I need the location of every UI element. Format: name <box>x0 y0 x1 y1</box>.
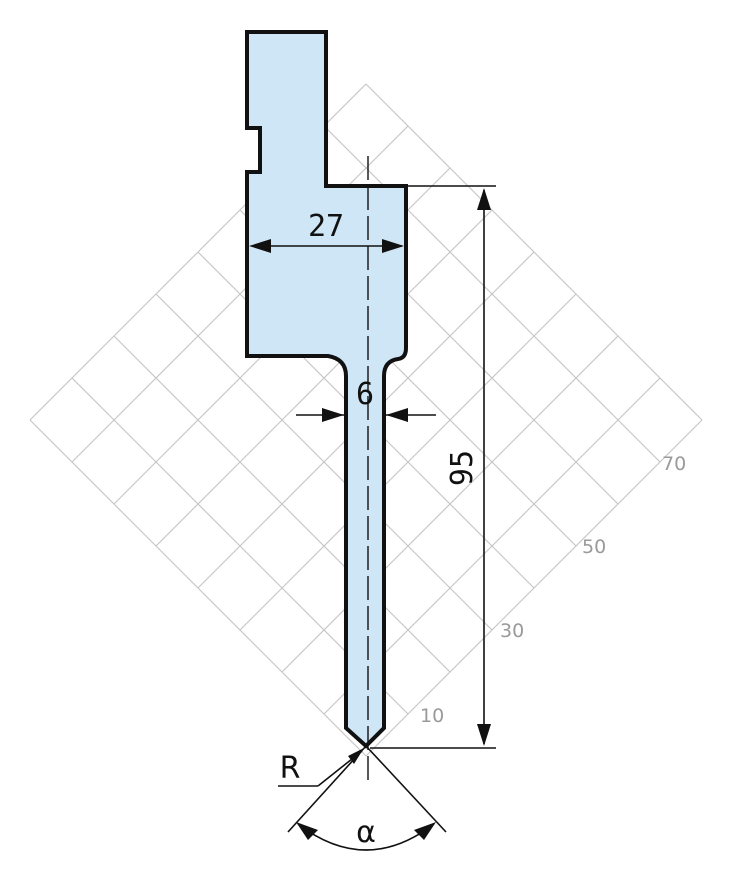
grid-line-a8 <box>365 419 703 757</box>
radius-label: R <box>280 751 301 786</box>
height-arrow-bottom <box>477 724 491 746</box>
tool-profile <box>245 30 408 749</box>
angle-line-left <box>287 745 367 833</box>
grid-line-b8 <box>29 419 367 757</box>
angle-label: α <box>356 815 376 850</box>
angle-arrow-right <box>414 822 436 840</box>
scale-label-50: 50 <box>582 536 606 558</box>
scale-label-10: 10 <box>420 705 444 727</box>
angle-arrow-left <box>296 822 318 840</box>
width-value: 27 <box>308 209 344 244</box>
height-arrow-top <box>477 188 491 210</box>
grid-line-a6 <box>281 335 619 673</box>
angle-line-right <box>365 745 447 833</box>
thickness-arrow-left <box>322 408 344 422</box>
thickness-value: 6 <box>356 377 374 412</box>
width-arrow-right <box>382 239 404 253</box>
grid-line-b5 <box>155 293 493 631</box>
height-value: 95 <box>445 450 480 486</box>
grid-line-a5 <box>239 293 577 631</box>
scale-label-30: 30 <box>500 620 524 642</box>
width-arrow-left <box>249 239 271 253</box>
grid-line-b6 <box>113 335 451 673</box>
scale-label-70: 70 <box>662 453 686 475</box>
angle-arc <box>297 823 435 851</box>
thickness-arrow-right <box>386 408 408 422</box>
